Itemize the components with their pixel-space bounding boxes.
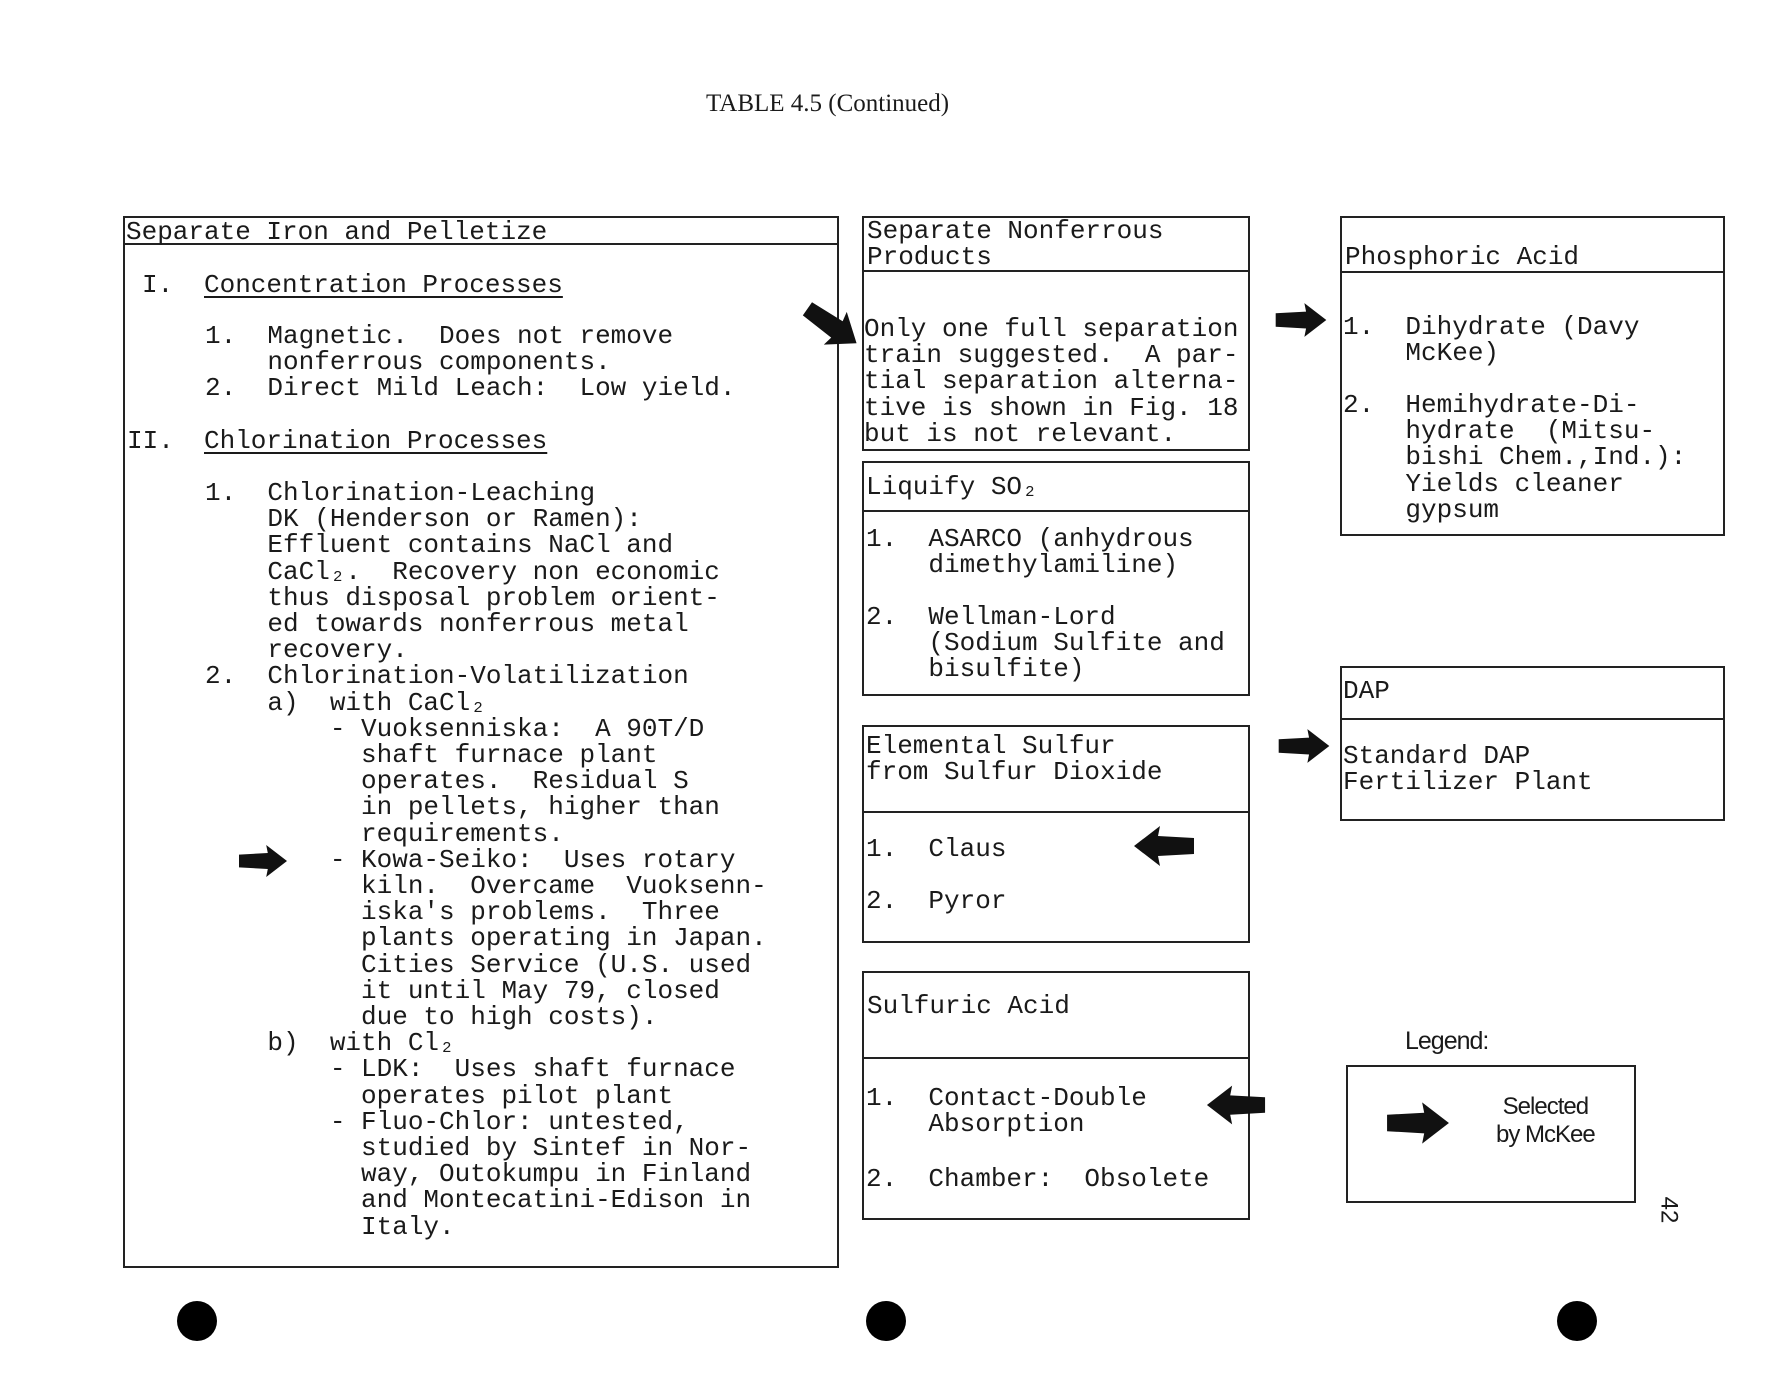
list-item: 2. Hemihydrate-Di- hydrate (Mitsu- bishi… xyxy=(1343,390,1687,525)
hole-punch xyxy=(866,1301,906,1341)
selected-arrow-icon xyxy=(239,845,287,877)
selected-arrow-icon xyxy=(1134,826,1194,866)
phosphoric-acid-box xyxy=(1340,216,1725,536)
list-item: 1. Contact-Double Absorption xyxy=(866,1083,1147,1140)
box-header: Sulfuric Acid xyxy=(867,991,1070,1021)
section-items: 1. Chlorination-Leaching DK (Henderson o… xyxy=(205,478,767,1242)
header-divider xyxy=(862,1057,1250,1059)
box-header: Phosphoric Acid xyxy=(1345,242,1580,272)
section-number: II. xyxy=(127,426,174,456)
legend-arrow-icon xyxy=(1387,1102,1449,1144)
box-header: Liquify SO₂ xyxy=(866,472,1038,502)
box-header: DAP xyxy=(1343,676,1390,706)
list-item: 1. ASARCO (anhydrous dimethylamiline) xyxy=(866,524,1194,581)
elemental-sulfur-box xyxy=(862,725,1250,943)
list-item: 2. Chamber: Obsolete xyxy=(866,1164,1210,1194)
list-item: 2. Pyror xyxy=(866,886,1007,916)
header-divider xyxy=(862,811,1250,813)
header-divider xyxy=(1340,718,1725,720)
legend-box xyxy=(1346,1065,1636,1203)
nonferrous-box xyxy=(862,216,1250,451)
selected-arrow-icon xyxy=(1278,729,1330,763)
box-header: Separate Iron and Pelletize xyxy=(126,217,548,247)
header-divider xyxy=(123,243,839,245)
section-title: Concentration Processes xyxy=(204,270,563,300)
selected-arrow-icon xyxy=(1206,1085,1266,1125)
header-divider xyxy=(862,510,1250,512)
header-divider xyxy=(1340,271,1725,273)
page-number: 42 xyxy=(1655,1196,1683,1224)
box-header: Separate Nonferrous Products xyxy=(867,216,1164,273)
section-title: Chlorination Processes xyxy=(204,426,548,456)
box-body: Standard DAP Fertilizer Plant xyxy=(1343,741,1593,798)
list-item: 1. Dihydrate (Davy McKee) xyxy=(1343,312,1640,369)
legend-text: Selected by McKee xyxy=(1496,1093,1596,1148)
box-header: Elemental Sulfur from Sulfur Dioxide xyxy=(866,731,1163,788)
box-body: Only one full separation train suggested… xyxy=(864,314,1239,449)
header-divider xyxy=(862,270,1250,272)
section-items: 1. Magnetic. Does not remove nonferrous … xyxy=(205,321,736,404)
table-title: TABLE 4.5 (Continued) xyxy=(706,90,950,117)
section-number: I. xyxy=(142,270,174,300)
hole-punch xyxy=(177,1301,217,1341)
sulfuric-acid-box xyxy=(862,971,1250,1220)
list-item: 1. Claus xyxy=(866,834,1007,864)
separate-iron-box xyxy=(123,216,839,1268)
list-item: 2. Wellman-Lord (Sodium Sulfite and bisu… xyxy=(866,602,1225,685)
hole-punch xyxy=(1557,1301,1597,1341)
dap-box xyxy=(1340,666,1725,821)
selected-arrow-icon xyxy=(1275,303,1327,337)
legend-label: Legend: xyxy=(1405,1027,1489,1055)
liquify-so2-box xyxy=(862,461,1250,696)
